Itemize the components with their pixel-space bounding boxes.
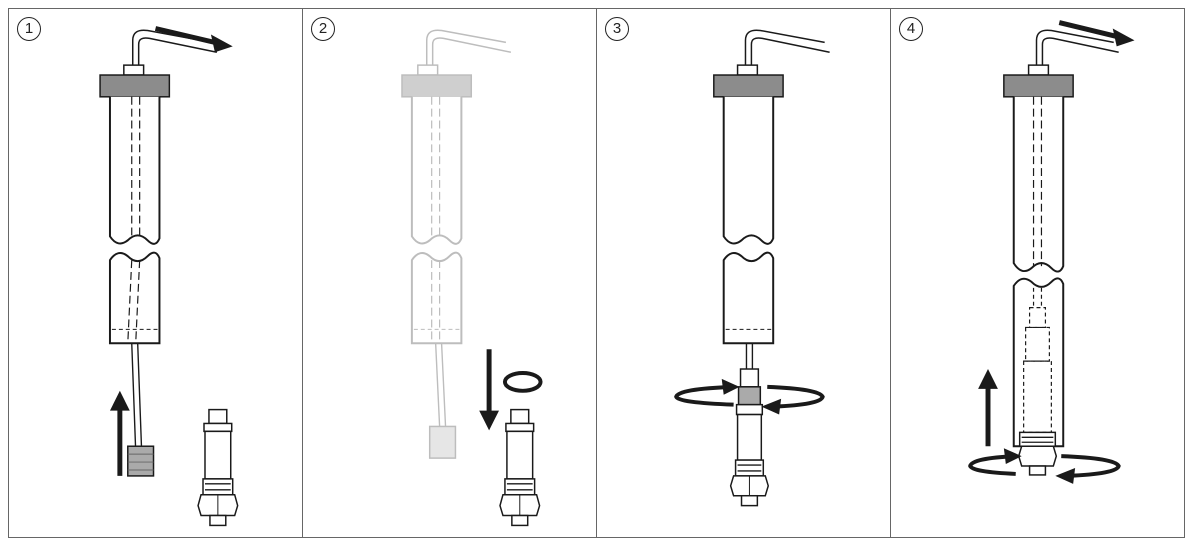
pull-arrow bbox=[1058, 20, 1135, 47]
step-number-badge: 4 bbox=[899, 17, 923, 41]
step-panel-2: 2 bbox=[303, 9, 597, 537]
o-ring bbox=[502, 370, 543, 393]
down-arrow bbox=[479, 349, 499, 431]
lower-tube bbox=[722, 251, 775, 345]
faded-tube-assembly bbox=[401, 29, 512, 459]
rotate-arrow bbox=[674, 378, 825, 415]
connected-sensor bbox=[729, 368, 770, 507]
lower-tube bbox=[1012, 277, 1065, 448]
rotate-arrow bbox=[968, 448, 1121, 484]
pull-arrow bbox=[154, 26, 233, 53]
step-4-illustration bbox=[968, 20, 1135, 484]
up-arrow bbox=[978, 369, 998, 447]
upper-tube bbox=[1012, 96, 1065, 273]
up-arrow bbox=[109, 390, 130, 476]
upper-tube bbox=[108, 96, 161, 245]
step-number-badge: 3 bbox=[605, 17, 629, 41]
step-2-illustration bbox=[401, 29, 543, 527]
cable-connector bbox=[127, 445, 155, 477]
step-number-badge: 1 bbox=[17, 17, 41, 41]
step-3-illustration bbox=[674, 29, 830, 507]
tube-cap bbox=[99, 74, 171, 98]
pressure-sensor bbox=[197, 408, 239, 527]
step-panel-1: 1 bbox=[9, 9, 303, 537]
step-panel-4: 4 bbox=[891, 9, 1184, 537]
lower-tube bbox=[108, 251, 161, 345]
tube-cap bbox=[1003, 74, 1074, 98]
tube-cap bbox=[713, 74, 784, 98]
step-number-badge: 2 bbox=[311, 17, 335, 41]
diagram-frame: 1 bbox=[8, 8, 1185, 538]
upper-tube bbox=[722, 96, 775, 245]
pressure-sensor bbox=[499, 408, 541, 527]
step-panel-3: 3 bbox=[597, 9, 891, 537]
step-1-illustration bbox=[99, 26, 239, 527]
